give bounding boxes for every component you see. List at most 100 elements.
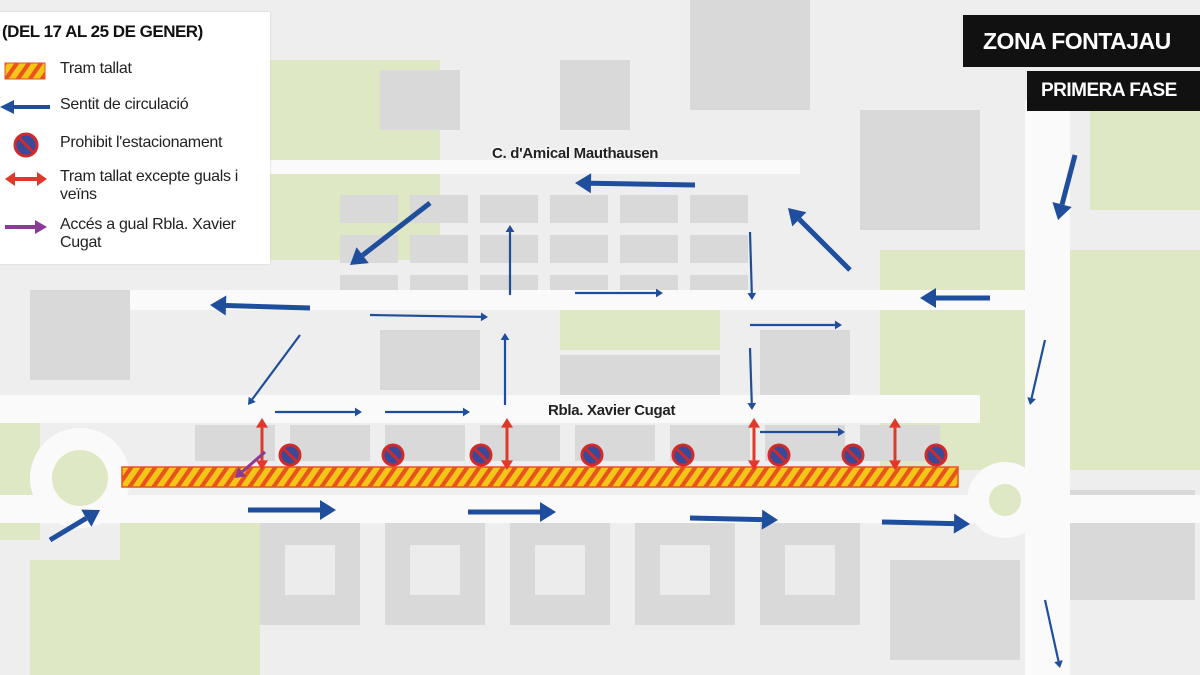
building-block (410, 235, 468, 263)
arrow-shaft (241, 450, 266, 473)
map-title: ZONA FONTAJAU (963, 15, 1200, 67)
no-parking-slash (384, 446, 402, 464)
building-block (560, 355, 720, 395)
two-way-arrow-up (889, 418, 901, 444)
traffic-direction-arrow (747, 347, 757, 410)
traffic-direction-arrow (747, 231, 757, 300)
building-block (760, 330, 850, 400)
arrow-head (81, 509, 100, 527)
no-parking-slash (583, 446, 601, 464)
arrow-head (235, 467, 247, 478)
arrow-shaft (361, 201, 432, 258)
arrow-shaft (251, 334, 301, 401)
traffic-direction-arrow (350, 201, 432, 265)
legend-item-no-parking: Prohibit l'estacionament (0, 132, 222, 158)
traffic-direction-arrow (248, 334, 301, 405)
two-way-arrow-down (748, 444, 760, 470)
street-label-amical-mauthausen: C. d'Amical Mauthausen (492, 145, 659, 162)
arrow-head (1027, 397, 1036, 405)
traffic-direction-arrow (920, 288, 990, 308)
legend-label: Tram tallat (60, 60, 132, 77)
traffic-direction-arrow (1043, 599, 1063, 668)
two-way-arrow-down (256, 444, 268, 470)
courtyard (785, 545, 835, 595)
arrow-head (256, 418, 268, 428)
building-block (340, 195, 398, 223)
legend-item-direction: Sentit de circulació (0, 96, 189, 118)
traffic-direction-arrow (505, 225, 515, 295)
roundabout-center (989, 484, 1021, 516)
arrow-head (501, 460, 513, 470)
arrow-head (350, 247, 369, 265)
no-parking-slash (674, 446, 692, 464)
arrow-head (505, 225, 515, 233)
no-parking-sign (381, 443, 405, 467)
arrow-shaft (797, 217, 852, 272)
arrow-head (834, 320, 842, 330)
arrow-head (747, 292, 757, 300)
arrow-shaft (881, 519, 955, 527)
arrow-head (953, 513, 970, 534)
traffic-direction-arrow (248, 500, 336, 520)
traffic-direction-arrow (210, 295, 311, 316)
traffic-direction-arrow (385, 407, 470, 417)
arrow-head (837, 427, 845, 437)
arrow-head (462, 407, 470, 417)
two-way-arrow-up (501, 418, 513, 444)
legend-dates: (DEL 17 AL 25 DE GENER) (2, 22, 203, 41)
arrow-shaft (748, 231, 753, 293)
no-parking-sign (278, 443, 302, 467)
arrow-head (210, 295, 227, 316)
arrow-shaft (369, 313, 481, 318)
arrow-shaft (48, 516, 88, 543)
traffic-direction-arrow (275, 407, 362, 417)
arrow-head (747, 402, 757, 410)
traffic-direction-arrow (575, 173, 696, 194)
building-block (620, 195, 678, 223)
building-block (380, 330, 480, 390)
arrow-shaft (1030, 339, 1047, 399)
legend: (DEL 17 AL 25 DE GENER) Tram tallat Sent… (0, 12, 270, 264)
traffic-direction-arrow (689, 509, 778, 530)
no-parking-sign (469, 443, 493, 467)
building-block (690, 195, 748, 223)
building-block (890, 560, 1020, 660)
traffic-direction-arrow (1027, 339, 1047, 405)
building-block (290, 425, 370, 461)
building-blocks (30, 0, 1195, 660)
traffic-direction-arrow (500, 333, 510, 405)
arrow-head (575, 173, 592, 194)
no-parking-sign (580, 443, 604, 467)
arrow-head (655, 288, 663, 298)
legend-label: Tram tallat excepte guals i veïns (60, 168, 239, 203)
arrow-head (256, 460, 268, 470)
building-block (690, 235, 748, 263)
purple-arrow-icon (0, 216, 52, 238)
no-parking-slash (770, 446, 788, 464)
arrow-shaft (748, 347, 753, 403)
legend-item-two-way: Tram tallat excepte guals i veïns (0, 168, 240, 204)
arrow-head (788, 208, 807, 227)
legend-label: Sentit de circulació (60, 96, 189, 113)
access-arrow (235, 450, 266, 478)
arrow-head (480, 312, 488, 322)
green-areas (0, 60, 1200, 675)
two-way-arrow-up (256, 418, 268, 444)
building-block (380, 70, 460, 130)
no-parking-sign (924, 443, 948, 467)
no-parking-sign (841, 443, 865, 467)
arrow-head (501, 418, 513, 428)
arrow-shaft (1059, 154, 1078, 206)
road (1025, 100, 1070, 675)
arrow-head (1052, 201, 1072, 220)
no-parking-slash (927, 446, 945, 464)
building-block (690, 0, 810, 110)
traffic-direction-arrow (575, 288, 663, 298)
traffic-direction-arrow (750, 320, 842, 330)
traffic-direction-arrow (48, 509, 100, 543)
arrow-shaft (225, 302, 311, 311)
no-parking-icon (0, 132, 52, 158)
traffic-direction-arrow (1052, 154, 1078, 220)
arrow-head (889, 460, 901, 470)
traffic-direction-arrow (760, 427, 845, 437)
